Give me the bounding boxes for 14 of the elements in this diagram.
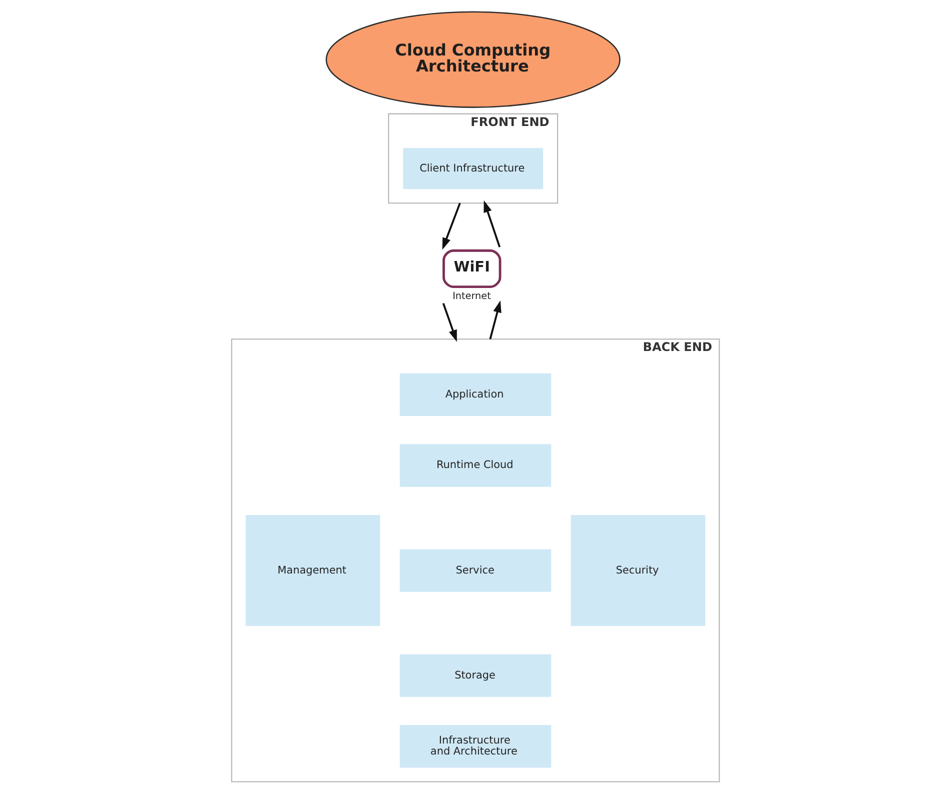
node-ellipse: Cloud Computing Architecture <box>326 11 620 108</box>
node-box: Storage <box>400 654 552 697</box>
node-box: Client Infrastructure <box>403 148 544 190</box>
node-box: Security <box>570 515 706 626</box>
arrow <box>442 202 461 250</box>
arrow <box>489 300 502 340</box>
node-box: Management <box>246 515 380 626</box>
arrow <box>442 303 457 342</box>
node-box: Application <box>400 373 552 416</box>
node-label: Internet <box>452 291 491 302</box>
node-box: Infrastructure and Architecture <box>400 725 552 768</box>
arrow <box>484 200 501 248</box>
node-box: Runtime Cloud <box>400 444 552 487</box>
node-box: Service <box>400 549 552 592</box>
